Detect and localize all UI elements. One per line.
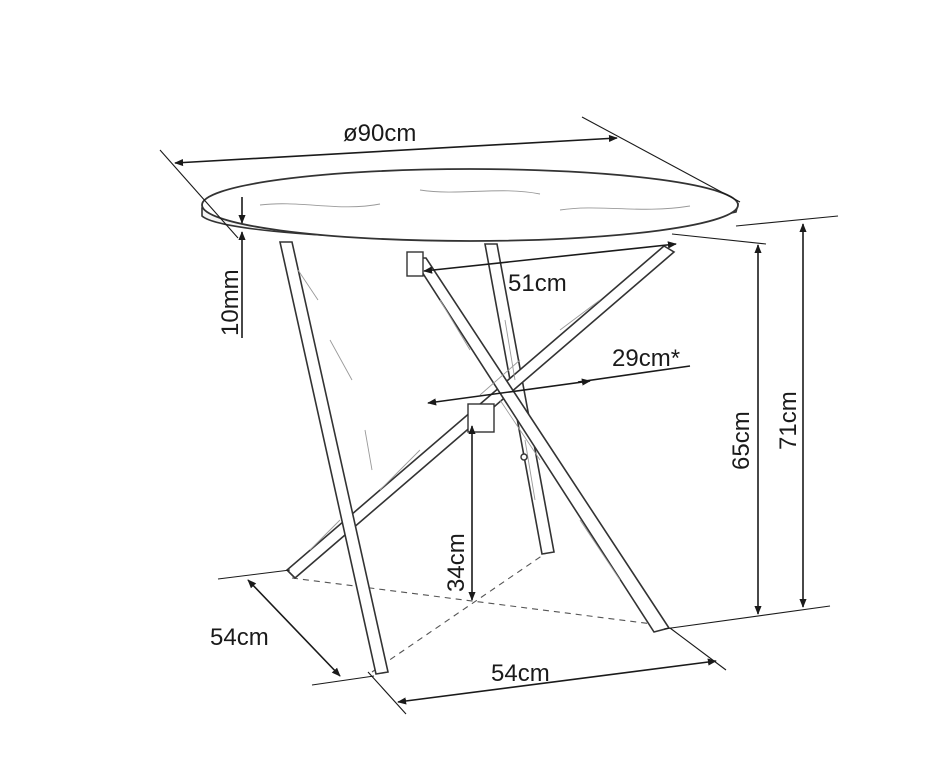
bracket-top (406, 251, 424, 277)
base-width-arrow (397, 658, 717, 705)
span-29-line (577, 365, 691, 383)
label-thickness: 10mm (217, 269, 244, 336)
dimension-labels: ø90cm 10mm 51cm 29cm* 65cm 71cm 34cm 54c… (210, 120, 802, 687)
leg-marble-3 (439, 299, 621, 581)
top-marble-1 (259, 189, 691, 211)
span-51-arrow (423, 241, 677, 274)
ext-base-left-lower (311, 675, 375, 686)
dimension-lines (159, 116, 839, 715)
leg-front-left (279, 241, 389, 675)
table-illustration (201, 168, 740, 675)
ext-base-left-upper (217, 569, 291, 580)
label-base-width: 54cm (491, 660, 550, 687)
leg-marble-1 (297, 269, 373, 471)
diameter-arrow (174, 134, 618, 167)
ext-height-top (735, 215, 839, 227)
label-height-total: 71cm (775, 391, 802, 450)
label-cross-height: 34cm (443, 533, 470, 592)
floor-diagonal-1 (291, 577, 661, 626)
span-29-arrow (427, 378, 591, 406)
ext-51-right (671, 233, 767, 245)
label-base-depth: 54cm (210, 624, 269, 651)
ext-base-front-left (367, 671, 407, 715)
label-diameter: ø90cm (343, 120, 416, 147)
table-top-surface (201, 168, 739, 242)
base-depth-arrow (247, 579, 341, 677)
label-cross-span: 29cm* (612, 345, 680, 372)
leg-marble-4 (504, 319, 536, 501)
floor-diagonal-2 (371, 552, 547, 673)
label-upper-span: 51cm (508, 270, 567, 297)
ext-top-right (581, 116, 741, 203)
ext-height-bottom (663, 605, 831, 630)
leg-marble-2 (309, 299, 601, 551)
bolt (520, 453, 528, 461)
ext-top-left (159, 149, 239, 239)
label-height-inner: 65cm (728, 411, 755, 470)
